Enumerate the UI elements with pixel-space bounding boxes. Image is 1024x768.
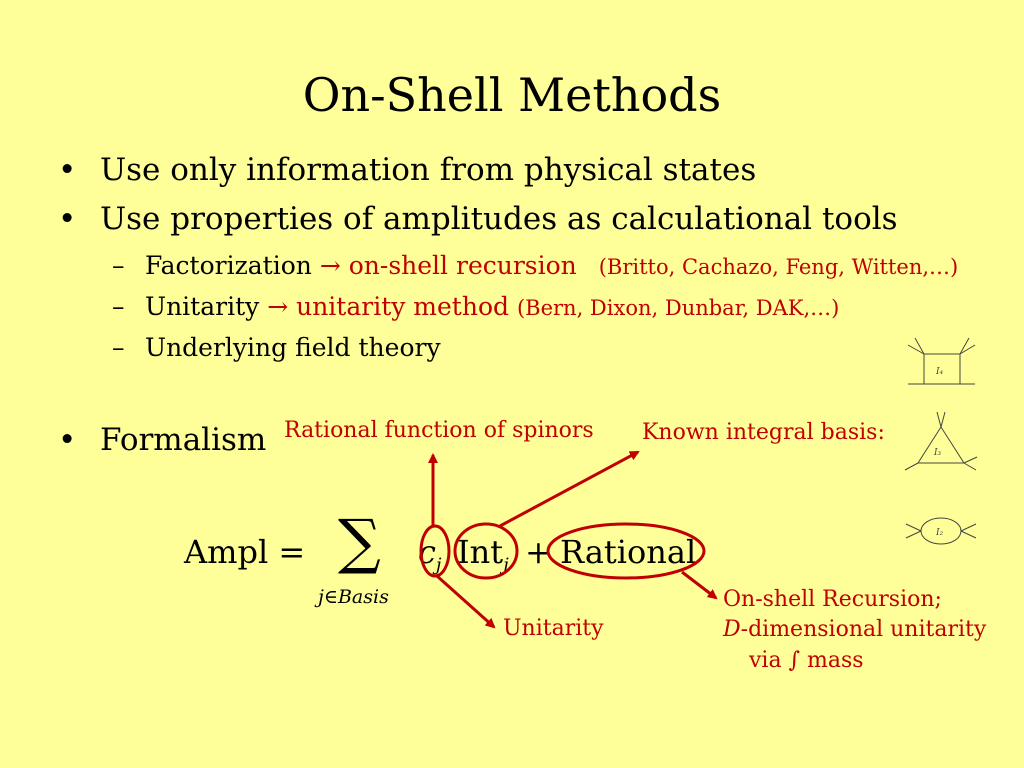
rational-circle [546, 522, 706, 580]
bullet-marker: • [58, 422, 77, 458]
recursion-line2-text: -dimensional unitarity [740, 617, 987, 642]
arrow-icon: → [319, 251, 341, 280]
formalism-label: Formalism [100, 422, 267, 458]
arrow-to-unitarity [435, 574, 496, 629]
equation-lhs: Ampl = [184, 533, 306, 571]
sum-index-text: j∈Basis [318, 586, 389, 608]
svg-text:I₃: I₃ [933, 448, 942, 458]
annotation-spinors: Rational function of spinors [284, 418, 594, 443]
arrow-to-recursion [681, 570, 718, 600]
annotation-integral-basis: Known integral basis: [642, 420, 885, 445]
subbullet-marker: – [112, 333, 125, 362]
subbullet-field-theory: Underlying field theory [145, 333, 441, 362]
svg-text:I₂: I₂ [935, 528, 944, 538]
bullet-marker: • [58, 152, 77, 188]
bullet-text: Use only information from physical state… [100, 152, 757, 188]
svg-text:I₄: I₄ [935, 367, 944, 377]
integral-circle [453, 522, 519, 580]
annotation-recursion-line1: On-shell Recursion; [723, 587, 942, 612]
bullet-properties: • [58, 201, 76, 237]
coef-subscript: j [435, 554, 442, 576]
integral-term: Intj [457, 533, 509, 575]
bubble-diagram: I₂ [905, 517, 977, 545]
annotation-unitarity: Unitarity [503, 616, 604, 641]
integral-symbol: Int [457, 533, 504, 571]
triangle-diagram: I₃ [904, 411, 978, 471]
method-name: on-shell recursion [348, 251, 577, 280]
references: (Britto, Cachazo, Feng, Witten,…) [598, 255, 959, 279]
subbullet-factorization: Factorization → on-shell recursion (Brit… [145, 251, 958, 280]
subbullet-unitarity: Unitarity → unitarity method (Bern, Dixo… [145, 292, 839, 321]
annotation-recursion-line3: via ∫ mass [749, 648, 864, 673]
references: (Bern, Dixon, Dunbar, DAK,…) [516, 296, 840, 320]
slide-title: On-Shell Methods [302, 68, 722, 122]
subbullet-marker: – [112, 292, 125, 321]
box-diagram: I₄ [907, 337, 976, 385]
subbullet-label: Factorization [145, 251, 312, 280]
method-name: unitarity method [296, 292, 510, 321]
d-italic: D [723, 617, 741, 642]
arrow-icon: → [267, 292, 289, 321]
sum-symbol: ∑ [338, 507, 381, 577]
bullet-marker: • [58, 201, 77, 237]
arrow-to-basis [499, 450, 640, 528]
subbullet-label: Unitarity [145, 292, 260, 321]
bullet-physical-states: • [58, 152, 76, 188]
bullet-text: Use properties of amplitudes as calculat… [100, 201, 898, 237]
integral-subscript: j [503, 554, 509, 576]
rational-term: Rational [560, 533, 697, 571]
coef-circle [419, 524, 451, 578]
annotation-recursion-line2: D-dimensional unitarity [723, 617, 986, 642]
sum-index: j∈Basis [318, 586, 389, 608]
subbullet-marker: – [112, 251, 125, 280]
